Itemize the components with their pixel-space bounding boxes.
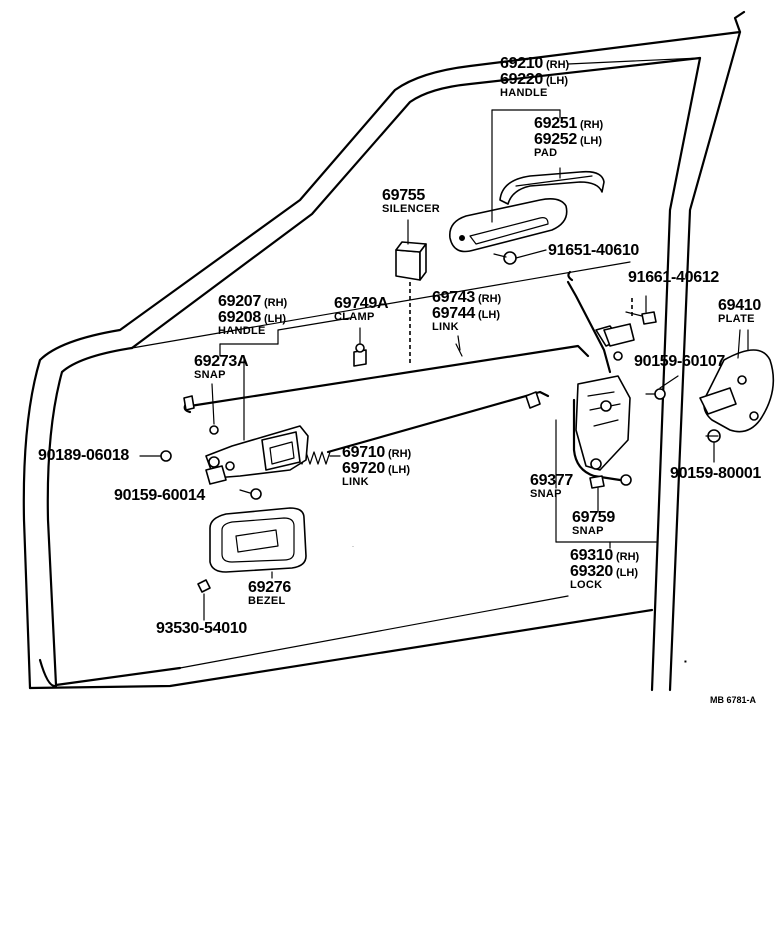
snap-69377 [525, 391, 541, 409]
clamp-69749a [353, 343, 367, 367]
outer-door-handle [449, 198, 568, 253]
label-silencer: 69755 SILENCER [382, 188, 440, 215]
inner-door-handle [205, 425, 309, 485]
label-screw-91651: 91651-40610 [548, 242, 640, 259]
label-link-lower: 69710(RH) 69720(LH) LINK [342, 445, 411, 488]
part-name: PLATE [718, 313, 755, 325]
screw-93530-54010 [197, 579, 211, 621]
part-number-rh: 69710 [342, 444, 385, 461]
part-name: BEZEL [248, 595, 286, 607]
suffix-lh: (LH) [546, 75, 568, 87]
part-number-lh: 69208 [218, 309, 261, 326]
label-bezel: 69276 BEZEL [248, 580, 291, 607]
part-number: 69410 [718, 297, 761, 314]
screw-91651 [493, 249, 547, 265]
screw-90159-80001 [705, 429, 721, 463]
part-name: CLAMP [334, 311, 375, 323]
part-number-rh: 69210 [500, 55, 543, 72]
part-name: PAD [534, 147, 558, 159]
label-screw-91661: 91661-40612 [628, 269, 720, 286]
part-number: 69273A [194, 353, 249, 370]
label-handle-outer: 69210(RH) 69220(LH) HANDLE [500, 56, 569, 99]
label-plate: 69410 PLATE [718, 298, 761, 325]
screw-91661 [625, 295, 657, 325]
part-number: 69749A [334, 295, 389, 312]
screw-90159-60107 [645, 375, 679, 400]
part-number-rh: 69207 [218, 293, 261, 310]
suffix-rh: (RH) [546, 59, 570, 71]
suffix-rh: (RH) [478, 293, 502, 305]
part-name: SNAP [194, 369, 226, 381]
part-number-lh: 69220 [500, 71, 543, 88]
label-screw-90159-60107: 90159-60107 [634, 353, 726, 370]
striker-plate [699, 329, 775, 433]
part-name: HANDLE [500, 87, 548, 99]
label-screw-90189: 90189-06018 [38, 447, 130, 464]
label-snap-69273a: 69273A SNAP [194, 353, 249, 381]
inner-handle-bezel [209, 507, 307, 573]
part-number: 69377 [530, 472, 573, 489]
suffix-lh: (LH) [580, 135, 602, 147]
label-link-upper: 69743(RH) 69744(LH) LINK [432, 290, 501, 333]
label-screw-90159-60014: 90159-60014 [114, 487, 206, 504]
lower-link-rod [280, 390, 550, 465]
label-snap-69377: 69377 SNAP [530, 473, 573, 500]
part-number-rh: 69310 [570, 547, 613, 564]
part-number-lh: 69320 [570, 563, 613, 580]
part-name: LINK [432, 321, 459, 333]
part-number-rh: 69743 [432, 289, 475, 306]
leader-lines [179, 57, 741, 669]
label-pad: 69251(RH) 69252(LH) PAD [534, 116, 603, 159]
drawing-code: MB 6781-A [710, 695, 757, 705]
svg-text:·: · [352, 544, 354, 550]
snap-69273a [183, 395, 219, 435]
part-name: SNAP [572, 525, 604, 537]
label-lock: 69310(RH) 69320(LH) LOCK [570, 548, 639, 591]
handle-pad [499, 170, 605, 205]
silencer-block [395, 241, 427, 281]
part-name: HANDLE [218, 325, 266, 337]
door-lock-assembly [566, 270, 635, 486]
part-number: 69276 [248, 579, 291, 596]
part-name: LINK [342, 476, 369, 488]
screw-90189-06018 [139, 450, 172, 462]
label-snap-69759: 69759 SNAP [572, 510, 615, 537]
label-screw-93530: 93530-54010 [156, 620, 248, 637]
suffix-rh: (RH) [580, 119, 604, 131]
svg-text:▪: ▪ [684, 657, 687, 666]
suffix-lh: (LH) [264, 313, 286, 325]
suffix-rh: (RH) [388, 448, 412, 460]
suffix-rh: (RH) [264, 297, 288, 309]
door-panel-outline [22, 10, 746, 692]
part-number-lh: 69252 [534, 131, 577, 148]
screw-90159-60014 [239, 488, 262, 500]
suffix-lh: (LH) [388, 464, 410, 476]
part-name: SILENCER [382, 203, 441, 215]
snap-69759 [589, 475, 605, 489]
label-handle-inner: 69207(RH) 69208(LH) HANDLE [218, 294, 287, 337]
suffix-lh: (LH) [616, 567, 638, 579]
part-number: 69755 [382, 187, 425, 204]
part-number-rh: 69251 [534, 115, 577, 132]
suffix-lh: (LH) [478, 309, 500, 321]
part-number-lh: 69744 [432, 305, 475, 322]
label-screw-90159-80001: 90159-80001 [670, 465, 762, 482]
part-name: LOCK [570, 579, 603, 591]
part-number: 69759 [572, 509, 615, 526]
part-number-lh: 69720 [342, 460, 385, 477]
part-name: SNAP [530, 488, 562, 500]
label-clamp: 69749A CLAMP [334, 295, 389, 323]
suffix-rh: (RH) [616, 551, 640, 563]
